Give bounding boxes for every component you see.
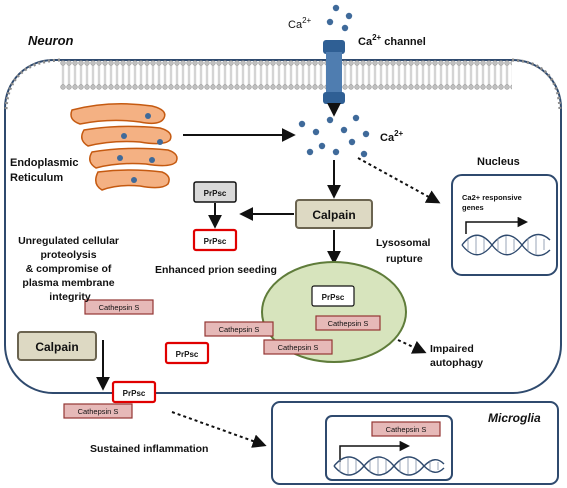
calpain-center-box xyxy=(295,199,373,229)
prpsc-gray-label: PrPsc xyxy=(204,189,227,198)
cathepsin-label-2: Cathepsin S xyxy=(219,325,260,334)
neuron-label: Neuron xyxy=(28,33,74,48)
cathepsin-box-1 xyxy=(84,299,154,315)
cathepsin-box-4 xyxy=(63,403,133,419)
ca-dots-extracellular xyxy=(326,4,353,32)
microglia-nucleus-box xyxy=(325,415,453,481)
prpsc-red-label-3: PrPsc xyxy=(123,389,146,398)
ca-intracellular-label: Ca2+ xyxy=(380,129,404,144)
cathepsin-box-3 xyxy=(263,339,333,355)
prpsc-red-box-top xyxy=(192,228,238,252)
microglia-label: Microglia xyxy=(488,411,541,425)
nucleus-label: Nucleus xyxy=(477,156,520,168)
ca-channel xyxy=(323,40,345,104)
lysosomal-rupture-line1: Lysosomal xyxy=(376,237,431,249)
arrow-ca-to-nucleus xyxy=(357,157,441,204)
ca-channel-label: Ca2+ channel xyxy=(358,33,426,48)
cathepsin-microglia-box xyxy=(371,421,441,437)
cathepsin-lysosome-box xyxy=(315,315,381,331)
impaired-autophagy-line2: autophagy xyxy=(430,357,483,369)
er-label-line1: Endoplasmic xyxy=(10,157,78,169)
microglia-cell xyxy=(271,401,559,485)
ca-responsive-line1: Ca2+ responsive xyxy=(462,193,522,202)
cathepsin-label-3: Cathepsin S xyxy=(278,343,319,352)
arrow-to-microglia xyxy=(171,411,267,448)
cathepsin-lysosome-label: Cathepsin S xyxy=(328,319,369,328)
ca-top-label: Ca2+ xyxy=(288,16,312,31)
calpain-left-label: Calpain xyxy=(35,340,78,354)
prpsc-red-box-3 xyxy=(111,380,157,404)
prpsc-gray-box xyxy=(193,181,237,203)
arrow-lysosome-to-autophagy xyxy=(397,339,427,354)
nucleus-box xyxy=(451,174,558,276)
ca-responsive-line2: genes xyxy=(462,203,484,212)
calpain-left-box xyxy=(17,331,97,361)
plasma-membrane xyxy=(60,60,512,90)
calpain-center-label: Calpain xyxy=(312,208,355,222)
prpsc-lysosome-box xyxy=(311,285,355,307)
nucleus-dna-icon xyxy=(461,233,551,257)
endoplasmic-reticulum xyxy=(70,103,178,191)
membrane-left-curve xyxy=(4,58,61,111)
lysosomal-rupture-line2: rupture xyxy=(386,253,423,265)
prpsc-lysosome-label: PrPsc xyxy=(322,293,345,302)
er-label-line2: Reticulum xyxy=(10,172,63,184)
nucleus-transcription-arrow xyxy=(465,216,529,234)
microglia-dna-icon xyxy=(333,456,445,476)
lysosome xyxy=(261,261,407,363)
membrane-right-curve xyxy=(511,58,562,111)
cathepsin-label-1: Cathepsin S xyxy=(99,303,140,312)
prpsc-red-box-2 xyxy=(164,341,210,365)
prpsc-red-label-2: PrPsc xyxy=(176,350,199,359)
enhanced-seeding-label: Enhanced prion seeding xyxy=(155,264,277,276)
cathepsin-label-4: Cathepsin S xyxy=(78,407,119,416)
microglia-transcription-arrow xyxy=(339,440,411,462)
ca-dots-intracellular xyxy=(298,114,370,158)
sustained-inflammation-label: Sustained inflammation xyxy=(90,443,208,455)
cathepsin-box-2 xyxy=(204,321,274,337)
cathepsin-microglia-label: Cathepsin S xyxy=(386,425,427,434)
impaired-autophagy-line1: Impaired xyxy=(430,343,474,355)
unregulated-text: Unregulated cellular proteolysis & compr… xyxy=(18,235,122,303)
prpsc-red-label-top: PrPsc xyxy=(204,237,227,246)
